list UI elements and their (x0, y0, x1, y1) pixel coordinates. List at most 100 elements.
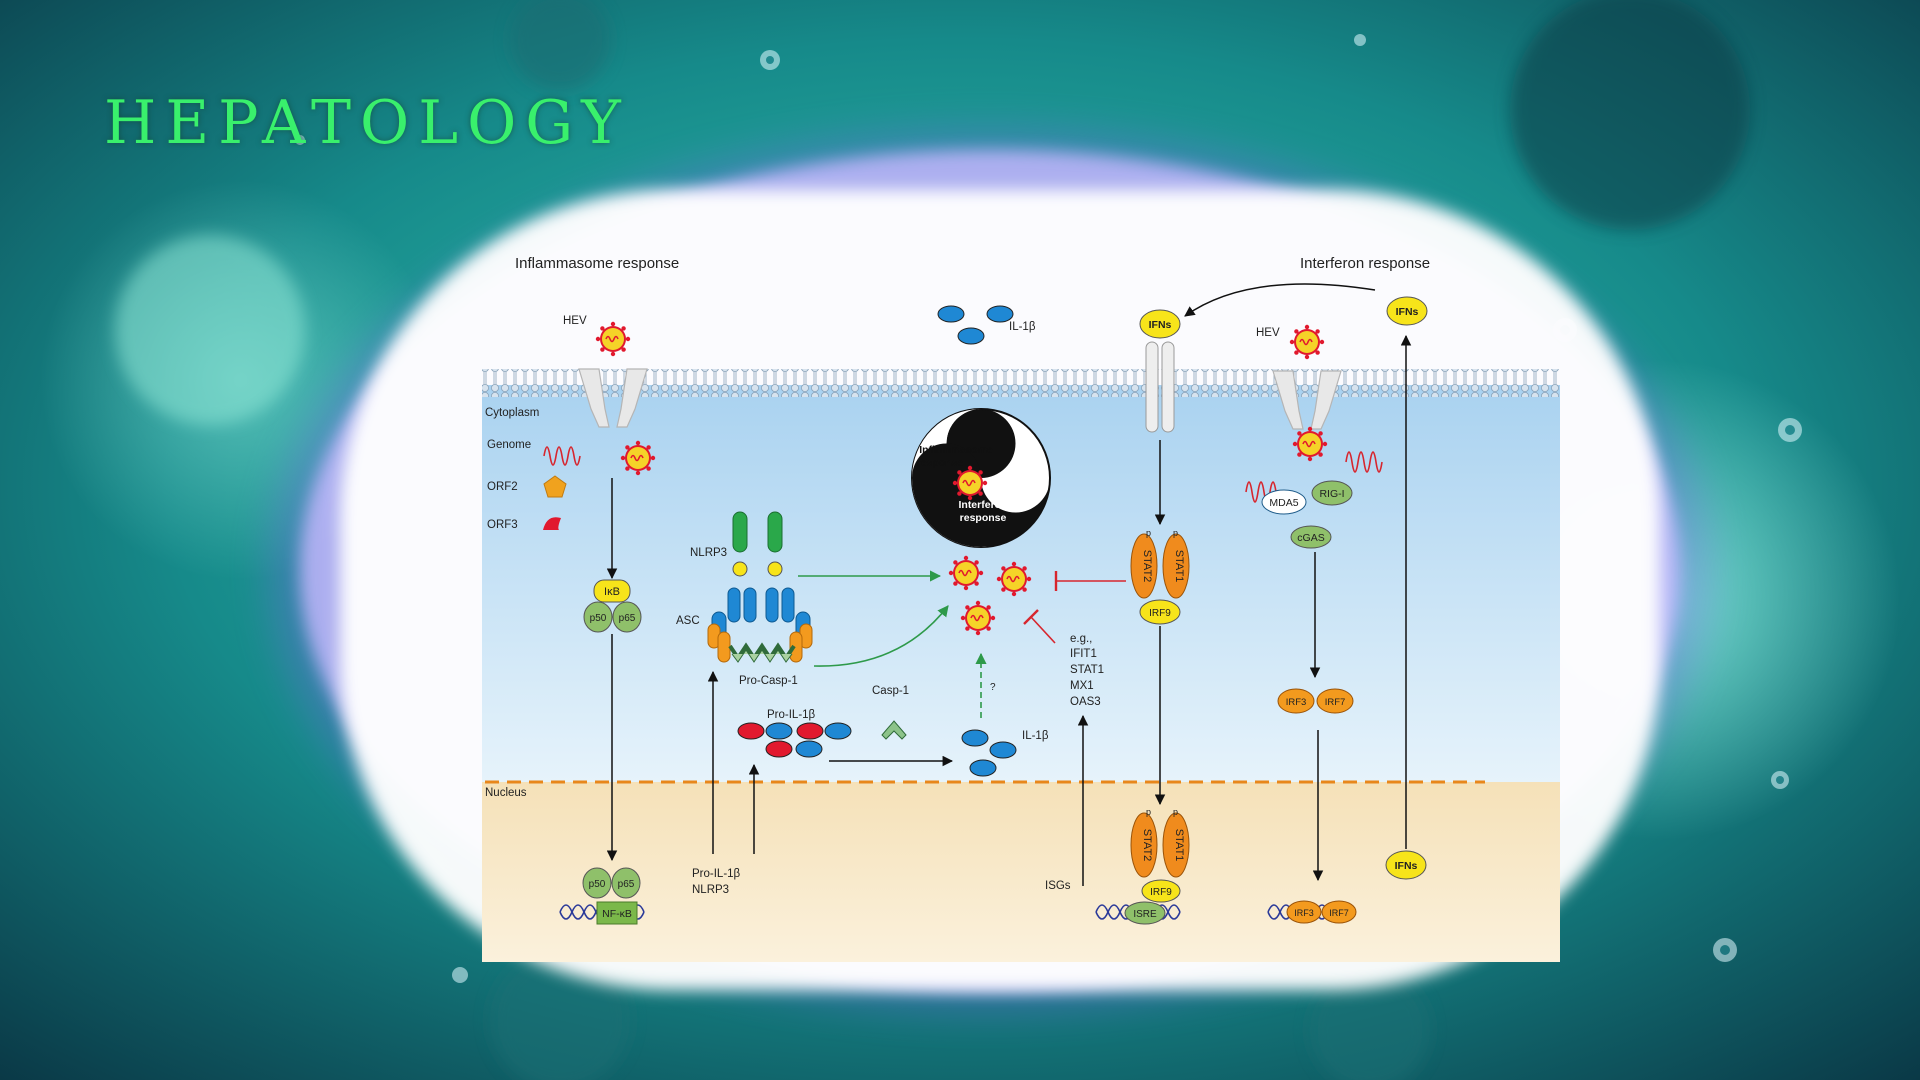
irf7-nuclear-label: IRF7 (1329, 908, 1349, 918)
nucleus-targets-nlrp3: NLRP3 (692, 884, 729, 896)
stat-complex-nucleus (1130, 812, 1190, 878)
stat2-label: STAT2 (1141, 550, 1153, 583)
journal-title: HEPATOLOGY (104, 88, 630, 158)
irf9-label: IRF9 (1149, 608, 1171, 619)
nucleus-targets-pro-il1b: Pro-IL-1β (692, 868, 741, 880)
rigi-node (1311, 480, 1353, 506)
ifns-node-nucleus (1385, 850, 1427, 880)
right-panel-title: Interferon response (1300, 255, 1430, 272)
pro-il1b-label: Pro-IL-1β (767, 709, 816, 721)
asc-label: ASC (676, 615, 700, 627)
nucleus-region (482, 782, 1560, 962)
irf3-nuclear-node (1286, 900, 1322, 924)
yin-label-response-top: response (917, 457, 964, 469)
hev-virion-icon (619, 439, 657, 477)
irf9-nuclear-node (1141, 879, 1181, 903)
yin-label-inflammasome: Inflammasome (919, 444, 993, 456)
isg-eg-label: e.g., (1070, 633, 1092, 645)
phospho-nuclear-1: p (1146, 807, 1151, 817)
cell-membrane (482, 369, 1560, 397)
stat-complex-cytoplasm (1130, 533, 1190, 599)
stat1-label: STAT1 (1173, 550, 1185, 583)
phospho-label-1: p (1146, 528, 1151, 538)
irf9-node (1139, 599, 1181, 625)
hev-label-left: HEV (563, 315, 587, 327)
p65-nuclear-node (611, 867, 641, 899)
cytoplasm-label: Cytoplasm (485, 407, 539, 419)
genome-icon (543, 446, 581, 466)
arrow-secreted-ifns-to-receptor (1184, 283, 1376, 317)
p50-nuclear-label: p50 (589, 879, 606, 890)
orf2-pentagon-icon (543, 475, 567, 498)
isg-ifit1-label: IFIT1 (1070, 648, 1097, 660)
isg-mx1-label: MX1 (1070, 680, 1094, 692)
pro-il1b-molecules (737, 722, 852, 758)
hev-virion-right (1289, 323, 1325, 361)
p65-nuclear-label: p65 (618, 879, 635, 890)
p50-nuclear-node (582, 867, 612, 899)
question-mark: ? (990, 682, 996, 693)
inhibit-bar-2 (1023, 609, 1039, 625)
nfkb-site (596, 901, 638, 925)
ifns-label-secreted: IFNs (1396, 306, 1419, 318)
il1b-label-cytoplasm: IL-1β (1022, 730, 1049, 742)
stat2-nuclear-label: STAT2 (1141, 829, 1153, 862)
ifn-receptor (1145, 341, 1175, 433)
irf3-label: IRF3 (1286, 697, 1307, 708)
legend-genome-label: Genome (487, 439, 531, 451)
ikb-label: IκB (604, 586, 620, 598)
irf3-nuclear-label: IRF3 (1294, 908, 1314, 918)
irf7-label: IRF7 (1325, 697, 1346, 708)
il1b-molecules-cytoplasm (961, 729, 1017, 777)
yang-label-response-bottom: response (960, 512, 1007, 524)
isg-oas3-label: OAS3 (1070, 696, 1101, 708)
hev-virion-center-1 (947, 554, 985, 592)
irf3-node (1277, 688, 1315, 714)
ifns-node-receptor (1139, 309, 1181, 339)
hev-label-right: HEV (1256, 327, 1280, 339)
legend-orf2-label: ORF2 (487, 481, 518, 493)
irf7-node (1316, 688, 1354, 714)
nlrp3-inflammasome-complex (707, 511, 813, 663)
p50-label: p50 (590, 613, 607, 624)
inhibit-isgs-to-hev (1030, 616, 1056, 644)
irf9-nuclear-label: IRF9 (1150, 887, 1172, 898)
ikb-node (593, 579, 631, 603)
hev-virion-center-3 (959, 599, 997, 637)
orf3-icon (543, 517, 561, 530)
rigi-label: RIG-I (1319, 488, 1344, 500)
casp1-icon (881, 720, 907, 740)
ifns-label-nucleus: IFNs (1395, 860, 1418, 872)
mda5-label: MDA5 (1269, 497, 1298, 509)
legend-orf3-label: ORF3 (487, 519, 518, 531)
nucleus-label: Nucleus (485, 787, 527, 799)
hev-virion-left (594, 320, 632, 358)
p50-node (583, 601, 613, 633)
il1b-label-extracellular: IL-1β (1009, 321, 1036, 333)
genome-icon-right-2 (1345, 451, 1383, 473)
mda5-node (1261, 489, 1307, 515)
isgs-label: ISGs (1045, 880, 1071, 892)
il1b-molecules-extracellular (937, 305, 1014, 345)
irf7-nuclear-node (1321, 900, 1357, 924)
p65-label: p65 (619, 613, 636, 624)
p65-node (612, 601, 642, 633)
cgas-node (1290, 525, 1332, 549)
nlrp3-label: NLRP3 (690, 547, 727, 559)
pro-casp1-label: Pro-Casp-1 (739, 675, 798, 687)
ifns-node-secreted (1386, 296, 1428, 326)
cgas-label: cGAS (1297, 532, 1324, 544)
stat1-nuclear-label: STAT1 (1173, 829, 1185, 862)
nfkb-label: NF-κB (602, 908, 632, 920)
ifns-label-receptor: IFNs (1149, 319, 1172, 331)
isre-label: ISRE (1133, 909, 1157, 920)
phospho-nuclear-2: p (1173, 807, 1178, 817)
hev-virion-internalized (1292, 425, 1328, 463)
phospho-label-2: p (1173, 528, 1178, 538)
left-panel-title: Inflammasome response (515, 255, 679, 272)
isg-stat1-label: STAT1 (1070, 664, 1104, 676)
isre-node (1124, 901, 1166, 925)
yang-label-interferon: Interferon (958, 499, 1007, 511)
arrow-inflammasome-to-hev (813, 605, 949, 667)
